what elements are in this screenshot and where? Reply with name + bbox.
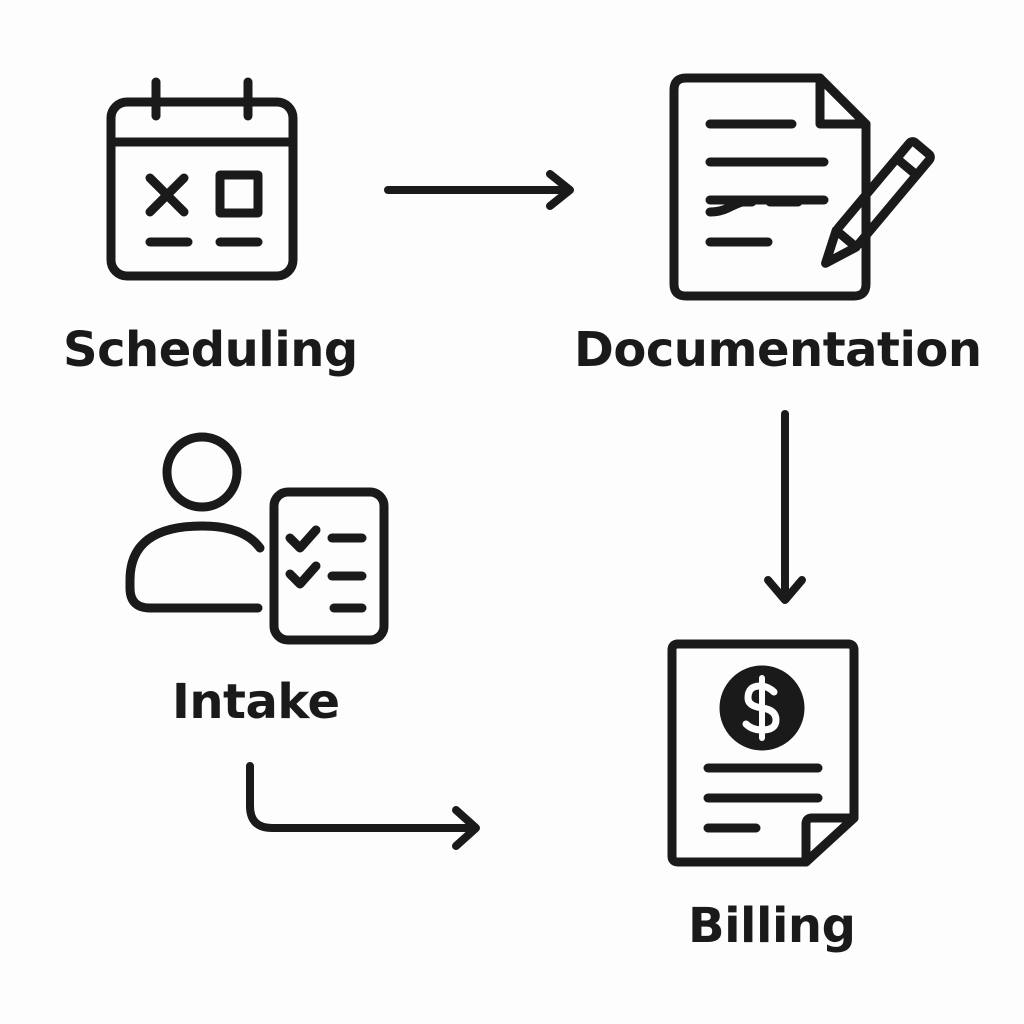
node-label-billing: Billing xyxy=(688,898,856,954)
arrow-documentation-to-billing xyxy=(760,406,810,615)
node-label-documentation: Documentation xyxy=(574,322,982,378)
calendar-icon xyxy=(100,72,304,284)
node-label-intake: Intake xyxy=(172,674,340,730)
person-checklist-icon xyxy=(122,430,402,650)
document-pencil-icon xyxy=(662,68,942,308)
arrow-intake-to-billing xyxy=(240,758,490,863)
node-label-scheduling: Scheduling xyxy=(63,322,358,378)
arrow-scheduling-to-documentation xyxy=(380,166,580,221)
invoice-dollar-icon xyxy=(664,634,864,874)
